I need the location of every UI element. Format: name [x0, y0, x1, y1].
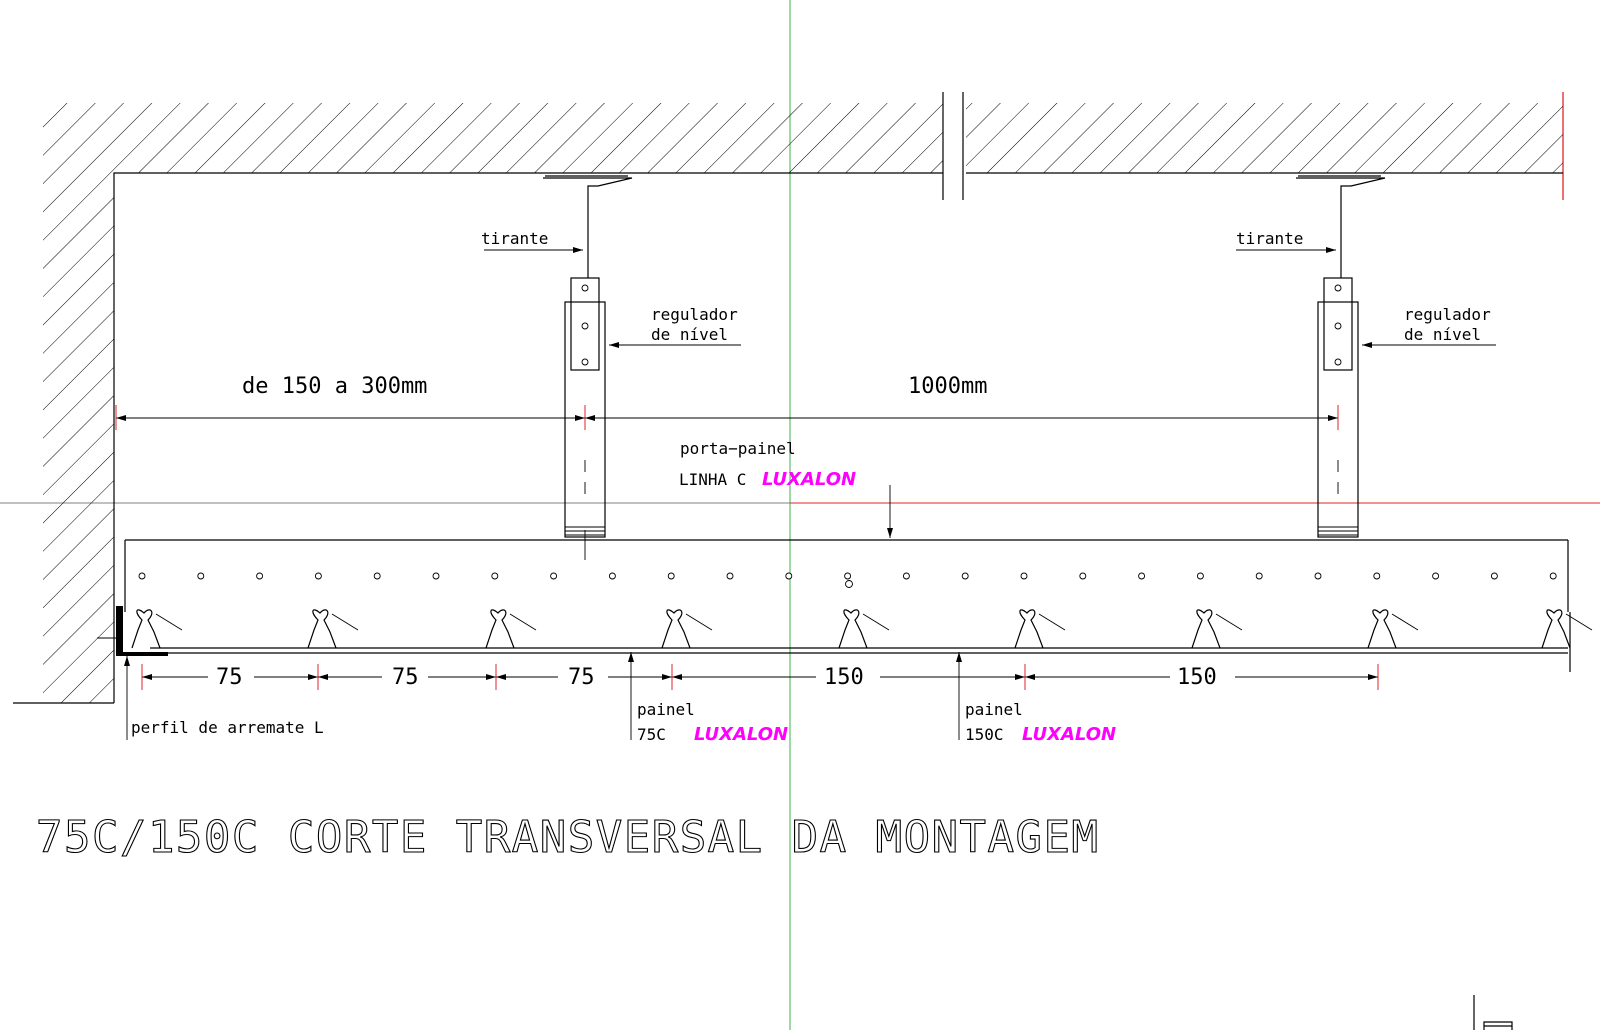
brand-logo-150: LUXALON: [1022, 724, 1116, 745]
ceiling-panels: [131, 609, 1593, 672]
rail-hole: [1255, 572, 1263, 580]
hanger-right: [1296, 175, 1386, 538]
rail-hole: [491, 572, 499, 580]
label-tirante-right: tirante: [1236, 229, 1303, 248]
label-regulador-left-2: de nível: [651, 325, 728, 344]
rail-hole: [1432, 572, 1440, 580]
panel-flange: [1038, 613, 1066, 631]
rail-hole: [608, 572, 616, 580]
dim-wall-distance: de 150 a 300mm: [242, 374, 427, 399]
rail-hole: [550, 572, 558, 580]
panel-clip: [1191, 609, 1221, 649]
rail-hole: [1490, 572, 1498, 580]
panel-flange: [1215, 613, 1243, 631]
label-porta-painel: porta−painel: [680, 439, 796, 458]
panel-flange: [509, 613, 537, 631]
drawing-title: 75C/150C CORTE TRANSVERSAL DA MONTAGEM: [36, 812, 1098, 863]
hanger-left: [543, 175, 633, 560]
dim-150-2: 150: [1177, 665, 1217, 690]
rail-hole: [1138, 572, 1146, 580]
rail-hole: [432, 572, 440, 580]
rail-hole: [197, 572, 205, 580]
dimension-lines: [115, 405, 1379, 690]
brand-logo-75: LUXALON: [694, 724, 788, 745]
dim-75-2: 75: [392, 665, 419, 690]
panel-flange: [1391, 613, 1419, 631]
panel-clip: [307, 609, 337, 649]
rail-hole: [726, 572, 734, 580]
rail-hole: [314, 572, 322, 580]
panel-flange: [155, 613, 183, 631]
label-regulador-left-1: regulador: [651, 305, 738, 324]
panel-clip: [485, 609, 515, 649]
rail-hole: [902, 572, 910, 580]
rail-hole: [1373, 572, 1381, 580]
rail-hole: [373, 572, 381, 580]
label-regulador-right-2: de nível: [1404, 325, 1481, 344]
panel-flange: [331, 613, 359, 631]
rail-hole: [1314, 572, 1322, 580]
panel-flange: [862, 613, 890, 631]
label-painel-150-code: 150C: [965, 725, 1004, 744]
rail-hole: [138, 572, 146, 580]
corner-fragment: [1473, 995, 1513, 1030]
label-painel-75: painel: [637, 700, 695, 719]
dim-150-1: 150: [824, 665, 864, 690]
label-perfil-arremate: perfil de arremate L: [131, 718, 324, 737]
panel-flange: [685, 613, 713, 631]
label-painel-75-code: 75C: [637, 725, 666, 744]
dim-span-distance: 1000mm: [908, 374, 987, 399]
label-linha-c: LINHA C: [679, 470, 746, 489]
brand-logo-porta: LUXALON: [762, 469, 856, 490]
rail-hole: [961, 572, 969, 580]
rail-hole: [1549, 572, 1557, 580]
panel-clip: [661, 609, 691, 649]
label-painel-150: painel: [965, 700, 1023, 719]
panel-clip: [1014, 609, 1044, 649]
rail-hole: [256, 572, 264, 580]
dim-75-3: 75: [568, 665, 595, 690]
rail-hole: [667, 572, 675, 580]
rail-hole: [785, 572, 793, 580]
edge-profile-L: [97, 606, 168, 656]
panel-clip: [131, 609, 161, 649]
rail-hole: [844, 572, 852, 580]
panel-clip: [1367, 609, 1397, 649]
label-tirante-left: tirante: [481, 229, 548, 248]
carrier-rail: [124, 539, 1569, 612]
panel-clip: [1541, 609, 1571, 649]
rail-hole: [1196, 572, 1204, 580]
panel-clip: [838, 609, 868, 649]
label-regulador-right-1: regulador: [1404, 305, 1491, 324]
ceiling-slab: [13, 92, 1563, 704]
rail-hole: [1079, 572, 1087, 580]
dim-75-1: 75: [216, 665, 243, 690]
leader-lines: [124, 247, 1496, 740]
rail-hole: [1020, 572, 1028, 580]
